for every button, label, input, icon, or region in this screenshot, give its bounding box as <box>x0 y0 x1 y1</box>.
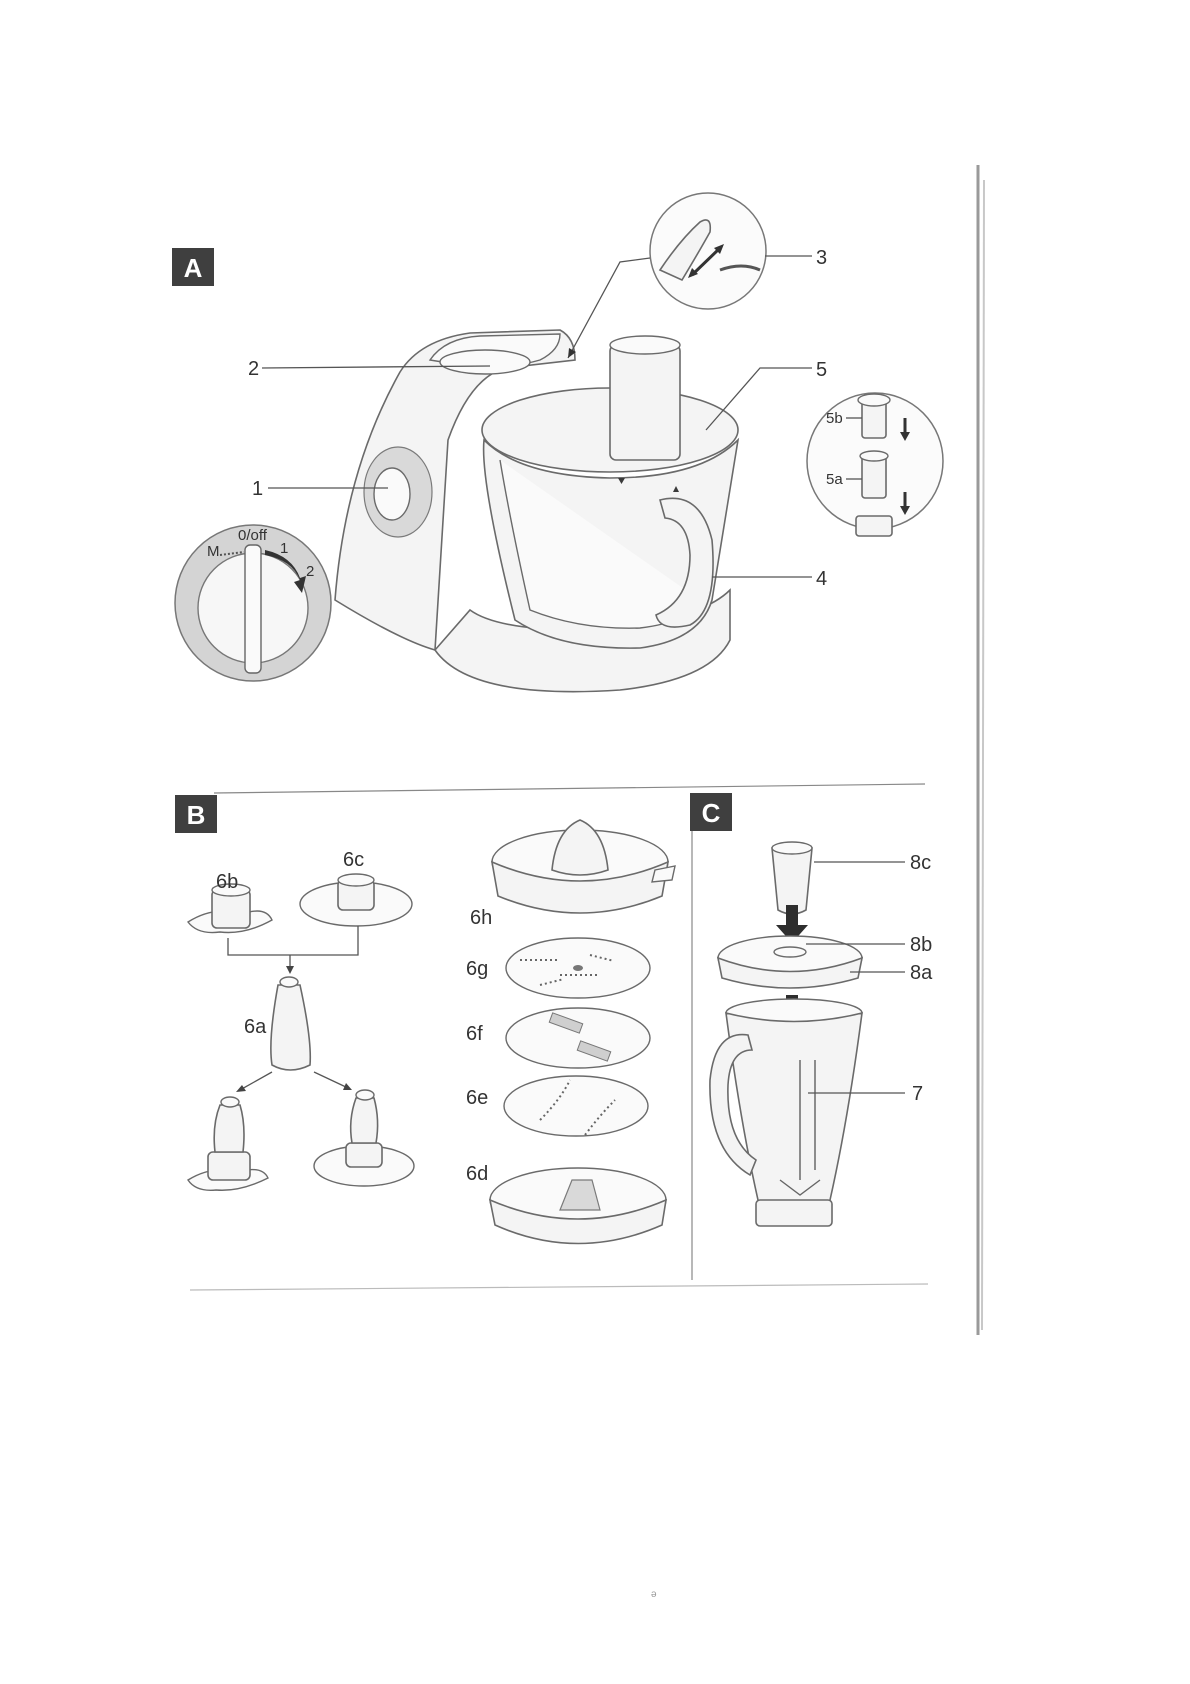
callout-5: 5 <box>816 359 827 381</box>
badge-b-label: B <box>187 800 206 830</box>
callout-6e: 6e <box>466 1087 488 1109</box>
callout-6b: 6b <box>216 871 238 893</box>
part-6e: 6e <box>466 1076 648 1136</box>
callout-6f: 6f <box>466 1023 483 1045</box>
callout-1: 1 <box>252 478 263 500</box>
part-8c <box>772 842 812 914</box>
speed-dial-small <box>364 447 432 537</box>
callout-4: 4 <box>816 568 827 590</box>
dial-label-off: 0/off <box>238 527 268 544</box>
part-6a-6c-assembled <box>314 1090 414 1186</box>
processor-bowl <box>482 336 738 648</box>
dial-label-2: 2 <box>306 563 314 580</box>
footer-mark: ǝ <box>651 1589 657 1600</box>
safety-latch-zoom <box>568 193 766 358</box>
section-c: C 8c 8b 8a 7 <box>690 793 933 1226</box>
callout-3: 3 <box>816 247 827 269</box>
part-6c: 6c <box>300 849 412 926</box>
callout-8b: 8b <box>910 934 932 956</box>
callout-6h: 6h <box>470 907 492 929</box>
callout-6g: 6g <box>466 958 488 980</box>
part-6a-6b-assembled <box>188 1097 268 1190</box>
section-b: B 6b 6c 6a <box>175 795 675 1244</box>
callout-5b-inline: 5b <box>826 410 843 427</box>
badge-c-label: C <box>702 798 721 828</box>
section-a: A <box>172 193 943 692</box>
part-6g: 6g <box>466 938 650 998</box>
callout-2: 2 <box>248 358 259 380</box>
part-6b: 6b <box>188 871 272 933</box>
part-6h: 6h <box>470 820 675 929</box>
callout-8c: 8c <box>910 852 931 874</box>
pusher-zoom: 5b 5a <box>807 393 943 536</box>
callout-7: 7 <box>912 1083 923 1105</box>
part-6d: 6d <box>466 1163 666 1244</box>
part-6a: 6a <box>244 977 310 1070</box>
callout-6a: 6a <box>244 1016 267 1038</box>
callout-8a: 8a <box>910 962 933 984</box>
speed-dial-zoom: M 0/off 1 2 <box>175 525 331 681</box>
callout-6c: 6c <box>343 849 364 871</box>
binding-edge <box>978 165 984 1335</box>
dial-label-m: M <box>207 543 220 560</box>
callout-6d: 6d <box>466 1163 488 1185</box>
badge-a-label: A <box>184 253 203 283</box>
callout-5a-inline: 5a <box>826 471 843 488</box>
dial-label-1: 1 <box>280 540 288 557</box>
part-6f: 6f <box>466 1008 650 1068</box>
part-7-jug <box>710 999 862 1226</box>
